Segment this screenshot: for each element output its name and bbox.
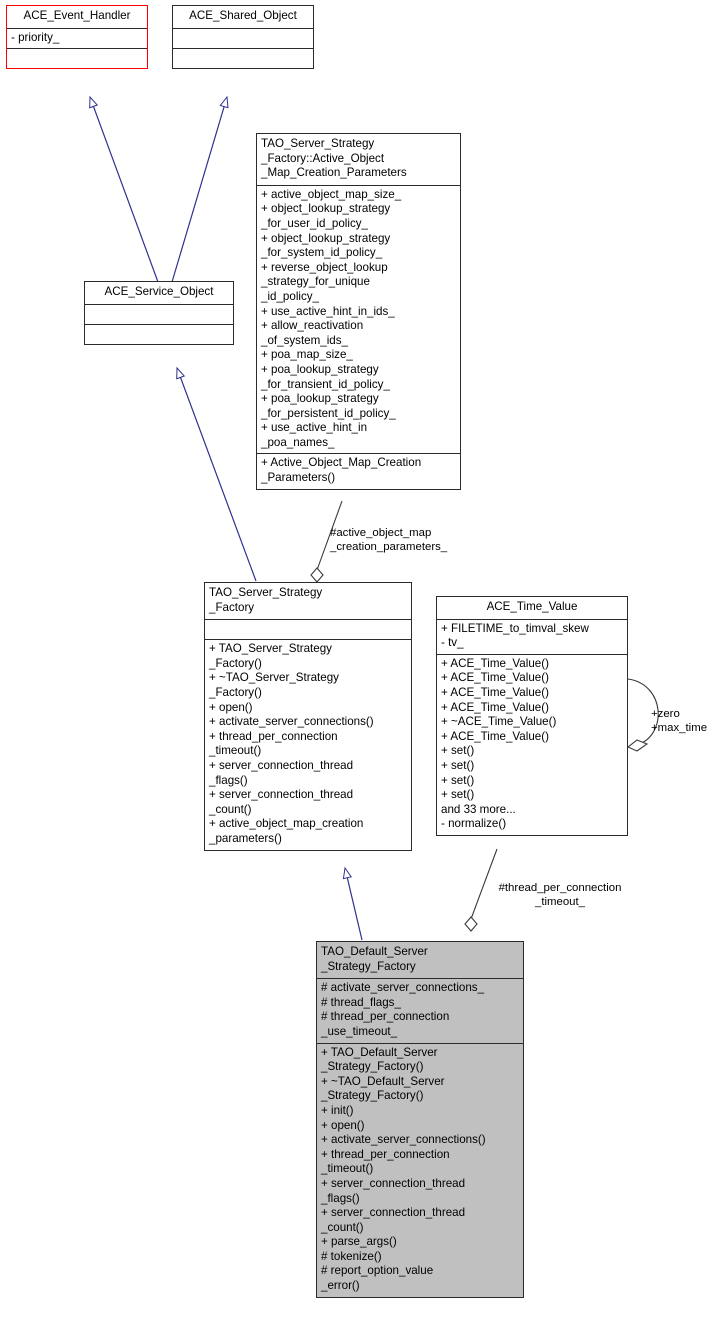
attributes-ace-shared-object bbox=[173, 27, 313, 48]
class-box-ace-event-handler[interactable]: ACE_Event_Handler - priority_ bbox=[6, 5, 148, 70]
operation-row: + ~ACE_Time_Value() bbox=[441, 715, 557, 729]
operation-row: + ~TAO_Default_Server _Strategy_Factory(… bbox=[321, 1074, 445, 1103]
attribute-row: + poa_lookup_strategy _for_persistent_id… bbox=[261, 392, 396, 420]
operation-row: + server_connection_thread _count() bbox=[209, 788, 354, 816]
attributes-ace-event-handler: - priority_ bbox=[7, 27, 147, 49]
class-name-ace-event-handler: ACE_Event_Handler bbox=[23, 9, 131, 22]
attribute-row: + object_lookup_strategy _for_system_id_… bbox=[261, 231, 391, 260]
operation-row: + TAO_Default_Server _Strategy_Factory() bbox=[321, 1045, 438, 1074]
operations-ace-service-object bbox=[85, 323, 233, 344]
attributes-active-object-map-creation-parameters: + active_object_map_size_ + object_looku… bbox=[257, 184, 460, 454]
attribute-row: + allow_reactivation _of_system_ids_ bbox=[261, 319, 364, 347]
operation-row: + ~TAO_Server_Strategy _Factory() bbox=[209, 671, 339, 699]
attribute-row: + FILETIME_to_timval_skew bbox=[441, 621, 589, 635]
attribute-row: + use_active_hint_in_ids_ bbox=[261, 304, 395, 318]
operation-row: + parse_args() bbox=[321, 1235, 397, 1249]
operations-ace-event-handler bbox=[7, 48, 147, 68]
operation-row: + ACE_Time_Value() bbox=[441, 656, 549, 670]
class-box-tao-server-strategy-factory[interactable]: TAO_Server_Strategy _Factory + TAO_Serve… bbox=[204, 582, 412, 851]
attribute-row: + poa_lookup_strategy _for_transient_id_… bbox=[261, 362, 390, 391]
class-name-tao-default-server-strategy-factory: TAO_Default_Server _Strategy_Factory bbox=[321, 945, 428, 973]
attribute-row: # thread_flags_ bbox=[321, 995, 401, 1009]
operation-row: + server_connection_thread _count() bbox=[321, 1206, 466, 1234]
operations-tao-server-strategy-factory: + TAO_Server_Strategy _Factory() + ~TAO_… bbox=[205, 639, 411, 849]
inheritance-server-strategy-factory-to-service-object bbox=[176, 366, 257, 582]
attribute-row: + use_active_hint_in _poa_names_ bbox=[261, 421, 368, 449]
class-name-ace-service-object: ACE_Service_Object bbox=[104, 285, 214, 298]
class-box-active-object-map-creation-parameters[interactable]: TAO_Server_Strategy _Factory::Active_Obj… bbox=[256, 133, 461, 490]
attribute-row: + poa_map_size_ bbox=[261, 348, 353, 362]
attributes-ace-service-object bbox=[85, 303, 233, 324]
operation-row: + ACE_Time_Value() bbox=[441, 685, 549, 699]
attribute-row: + object_lookup_strategy _for_user_id_po… bbox=[261, 202, 391, 230]
operations-tao-default-server-strategy-factory: + TAO_Default_Server _Strategy_Factory()… bbox=[317, 1042, 523, 1297]
operation-row: + open() bbox=[321, 1118, 365, 1132]
class-box-ace-shared-object[interactable]: ACE_Shared_Object bbox=[172, 5, 314, 69]
attribute-row: # thread_per_connection _use_timeout_ bbox=[321, 1010, 450, 1038]
operation-row: - normalize() bbox=[441, 817, 507, 831]
operation-row: + TAO_Server_Strategy _Factory() bbox=[209, 642, 332, 670]
class-box-tao-default-server-strategy-factory[interactable]: TAO_Default_Server _Strategy_Factory # a… bbox=[316, 941, 524, 1298]
attributes-tao-server-strategy-factory bbox=[205, 619, 411, 639]
operation-row: and 33 more... bbox=[441, 802, 516, 816]
operation-row: + open() bbox=[209, 700, 253, 714]
operation-row: + set() bbox=[441, 773, 475, 787]
edge-label-active-object-map-creation-parameters: #active_object_map _creation_parameters_ bbox=[330, 527, 448, 553]
attribute-row: + reverse_object_lookup _strategy_for_un… bbox=[261, 260, 388, 303]
inheritance-default-factory-to-server-strategy-factory bbox=[342, 866, 363, 941]
attributes-ace-time-value: + FILETIME_to_timval_skew - tv_ bbox=[437, 618, 627, 654]
class-box-ace-time-value[interactable]: ACE_Time_Value + FILETIME_to_timval_skew… bbox=[436, 596, 628, 836]
operation-row: + activate_server_connections() bbox=[209, 715, 374, 729]
operation-row: + ACE_Time_Value() bbox=[441, 671, 549, 685]
operation-row: + server_connection_thread _flags() bbox=[321, 1176, 466, 1205]
operations-active-object-map-creation-parameters: + Active_Object_Map_Creation _Parameters… bbox=[257, 453, 460, 488]
operation-row: + set() bbox=[441, 744, 475, 758]
operation-row: + thread_per_connection _timeout() bbox=[321, 1147, 450, 1176]
operation-row: + thread_per_connection _timeout() bbox=[209, 729, 338, 758]
operations-ace-shared-object bbox=[173, 47, 313, 68]
operation-row: + active_object_map_creation _parameters… bbox=[209, 817, 364, 845]
class-name-ace-shared-object: ACE_Shared_Object bbox=[189, 9, 297, 22]
class-box-ace-service-object[interactable]: ACE_Service_Object bbox=[84, 281, 234, 345]
attribute-row: # activate_server_connections_ bbox=[321, 981, 485, 995]
class-name-tao-server-strategy-factory: TAO_Server_Strategy _Factory bbox=[209, 586, 323, 614]
attribute-row: - priority_ bbox=[11, 30, 60, 44]
operation-row: + set() bbox=[441, 758, 475, 772]
edge-label-zero-max-time: +zero +max_time bbox=[651, 708, 708, 734]
operations-ace-time-value: + ACE_Time_Value() + ACE_Time_Value() + … bbox=[437, 653, 627, 835]
operation-row: # report_option_value _error() bbox=[321, 1264, 434, 1293]
class-name-active-object-map-creation-parameters: TAO_Server_Strategy _Factory::Active_Obj… bbox=[261, 137, 407, 180]
operation-row: + server_connection_thread _flags() bbox=[209, 758, 354, 787]
operation-row: # tokenize() bbox=[321, 1249, 382, 1263]
class-name-ace-time-value: ACE_Time_Value bbox=[486, 600, 578, 613]
operation-row: + ACE_Time_Value() bbox=[441, 729, 549, 743]
inheritance-service-object-to-event-handler bbox=[89, 95, 159, 283]
operation-row: + init() bbox=[321, 1103, 354, 1117]
attributes-tao-default-server-strategy-factory: # activate_server_connections_ # thread_… bbox=[317, 978, 523, 1042]
edge-label-thread-per-connection-timeout: #thread_per_connection _timeout_ bbox=[498, 882, 622, 908]
operation-row: + ACE_Time_Value() bbox=[441, 700, 549, 714]
operation-row: + activate_server_connections() bbox=[321, 1133, 486, 1147]
operation-row: + Active_Object_Map_Creation _Parameters… bbox=[261, 456, 422, 485]
inheritance-service-object-to-shared-object bbox=[171, 95, 229, 283]
operation-row: + set() bbox=[441, 788, 475, 802]
attribute-row: + active_object_map_size_ bbox=[261, 187, 402, 201]
attribute-row: - tv_ bbox=[441, 636, 464, 650]
